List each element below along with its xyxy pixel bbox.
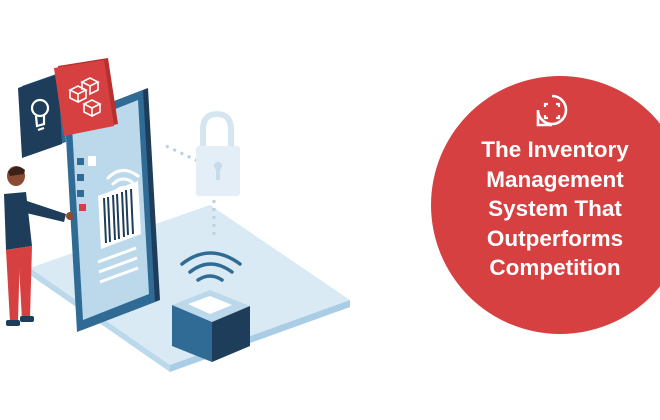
- lightbulb-icon: [30, 98, 50, 132]
- wifi-icon: [106, 169, 140, 192]
- headline-line-1: The Inventory: [481, 137, 629, 162]
- headline-text: The Inventory Management System That Out…: [440, 135, 660, 283]
- scan-icon: [536, 94, 568, 127]
- cubes-icon: [68, 77, 102, 118]
- dotted-connectors: [165, 144, 216, 235]
- cubes-card: [54, 58, 118, 136]
- person-figure: [4, 166, 74, 326]
- barcode-icon: [98, 181, 141, 249]
- headline-line-3: System That: [488, 196, 622, 221]
- scanner-box: [172, 290, 250, 362]
- headline-line-2: Management: [486, 166, 624, 192]
- headline-line-4: Outperforms: [486, 225, 624, 251]
- padlock-icon: [196, 110, 240, 196]
- signal-waves: [180, 251, 242, 282]
- headline-line-5: Competition: [489, 255, 621, 280]
